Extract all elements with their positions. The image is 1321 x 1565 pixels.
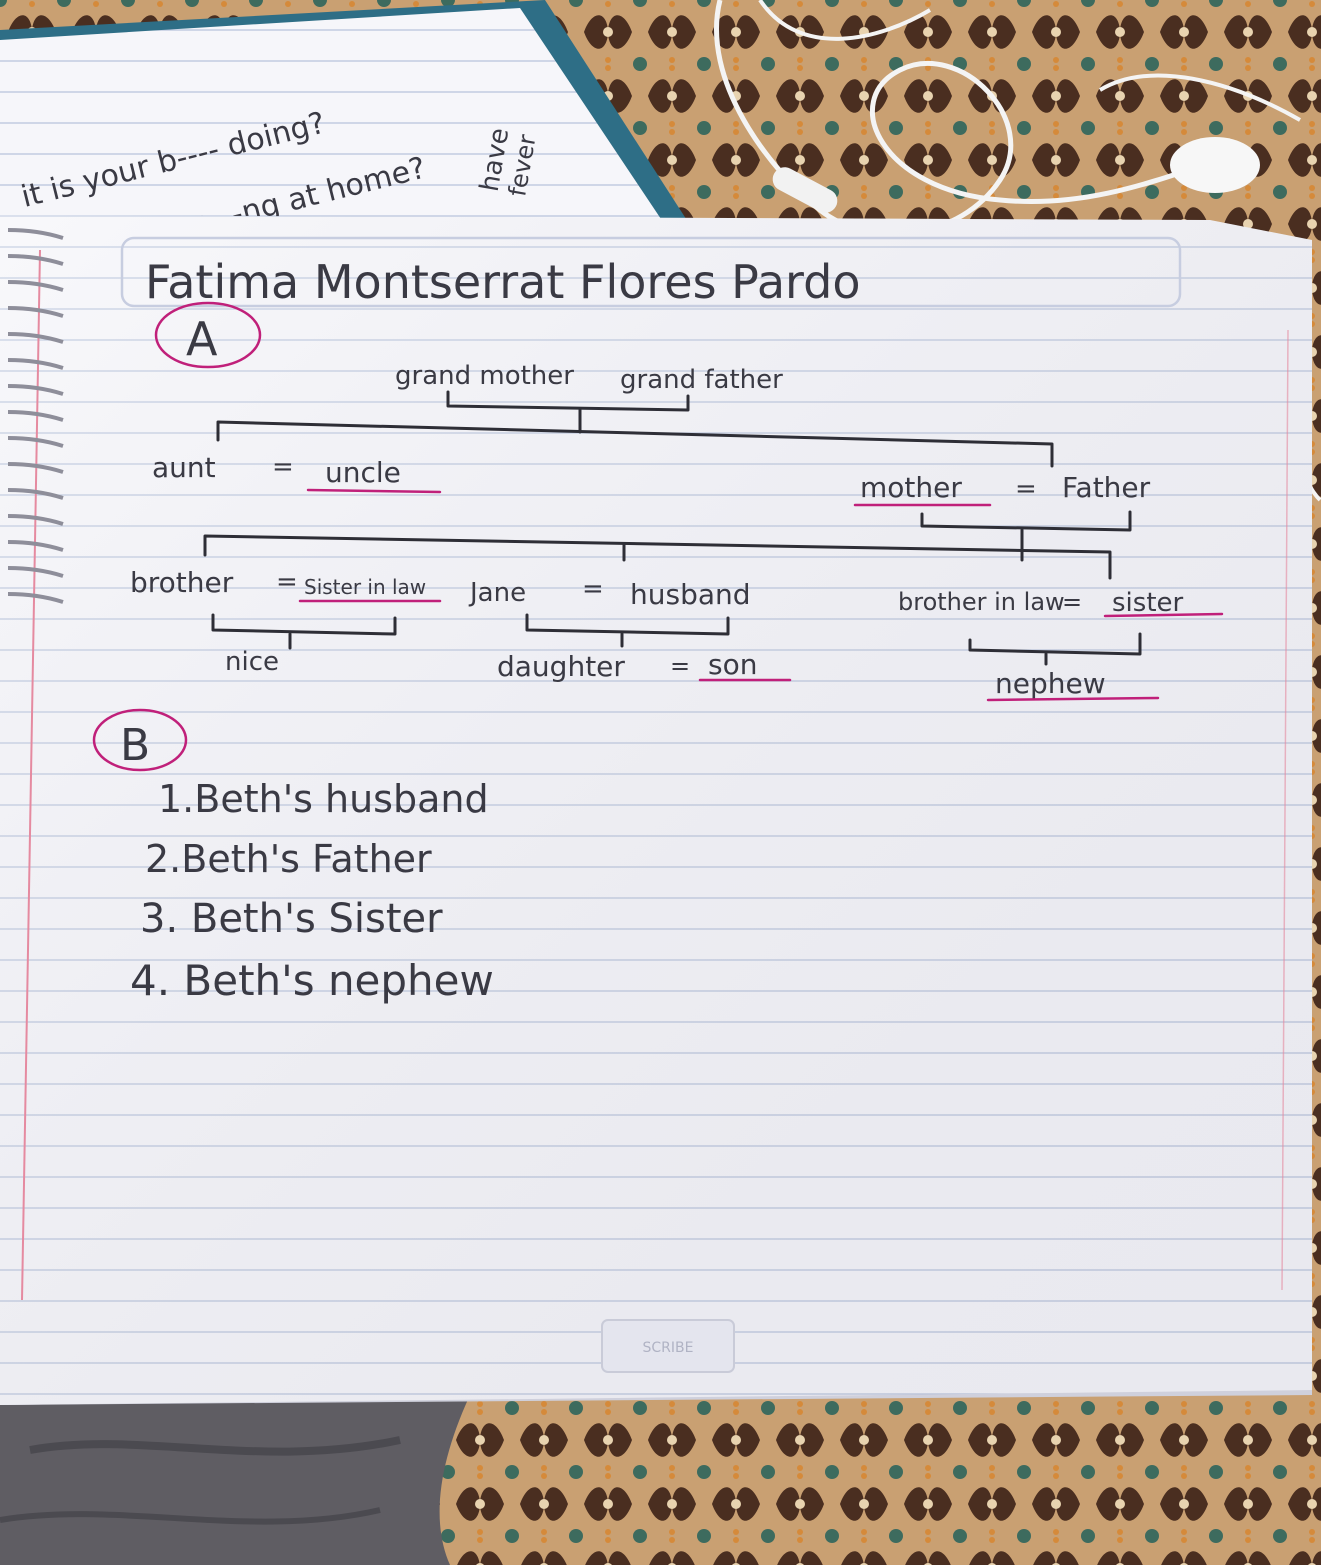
answer-4: 4. Beth's nephew [130, 956, 494, 1005]
tree-grandmother: grand mother [395, 361, 574, 391]
family-tree: grand mother grand father aunt = uncle m… [130, 361, 1224, 702]
tree-children-equals: = [670, 652, 690, 680]
spiral-binding [7, 228, 64, 604]
tree-daughter: daughter [497, 650, 625, 683]
name-header-box [120, 236, 1182, 308]
tree-brother-equals: = [276, 567, 298, 597]
main-notebook: SCRIBE [0, 215, 1312, 1405]
section-b-label: B [120, 720, 150, 771]
tree-grandfather: grand father [620, 365, 783, 395]
tree-parents-equals: = [1015, 474, 1037, 504]
section-a-circle [154, 301, 262, 369]
section-b-circle [92, 708, 188, 772]
tree-mother: mother [860, 471, 962, 504]
tree-bil-equals: = [1062, 588, 1082, 616]
answer-2: 2.Beth's Father [145, 837, 432, 881]
tree-sister: sister [1112, 588, 1184, 618]
tree-nephew: nephew [995, 667, 1106, 700]
tree-sister-in-law: Sister in law [304, 575, 426, 599]
section-b: B 1.Beth's husband 2.Beth's Father 3. Be… [92, 708, 494, 1005]
tree-brother-in-law: brother in law [898, 588, 1065, 616]
grey-cloth [0, 1395, 470, 1565]
tree-brother: brother [130, 566, 234, 599]
earphones [714, 0, 1321, 502]
student-name: Fatima Montserrat Flores Pardo [145, 255, 861, 309]
section-a-label: A [186, 312, 218, 366]
tree-son: son [708, 648, 757, 681]
tree-aunt: aunt [152, 451, 216, 484]
tree-aunt-equals: = [272, 452, 294, 482]
tree-husband: husband [630, 578, 751, 611]
margin-line [21, 249, 41, 1301]
answer-1: 1.Beth's husband [158, 777, 489, 821]
tree-jane-equals: = [582, 574, 604, 604]
back-notebook: it is your b---- doing? ma---ng at home?… [0, 0, 690, 260]
section-a: A grand mother grand father aunt = uncle… [130, 301, 1224, 702]
tree-uncle: uncle [325, 456, 401, 489]
tree-niece: nice [225, 647, 279, 677]
tree-jane: Jane [468, 578, 526, 608]
answer-3: 3. Beth's Sister [140, 896, 443, 942]
notebook-brand-tag: SCRIBE [643, 1340, 694, 1356]
tree-father: Father [1062, 471, 1151, 504]
